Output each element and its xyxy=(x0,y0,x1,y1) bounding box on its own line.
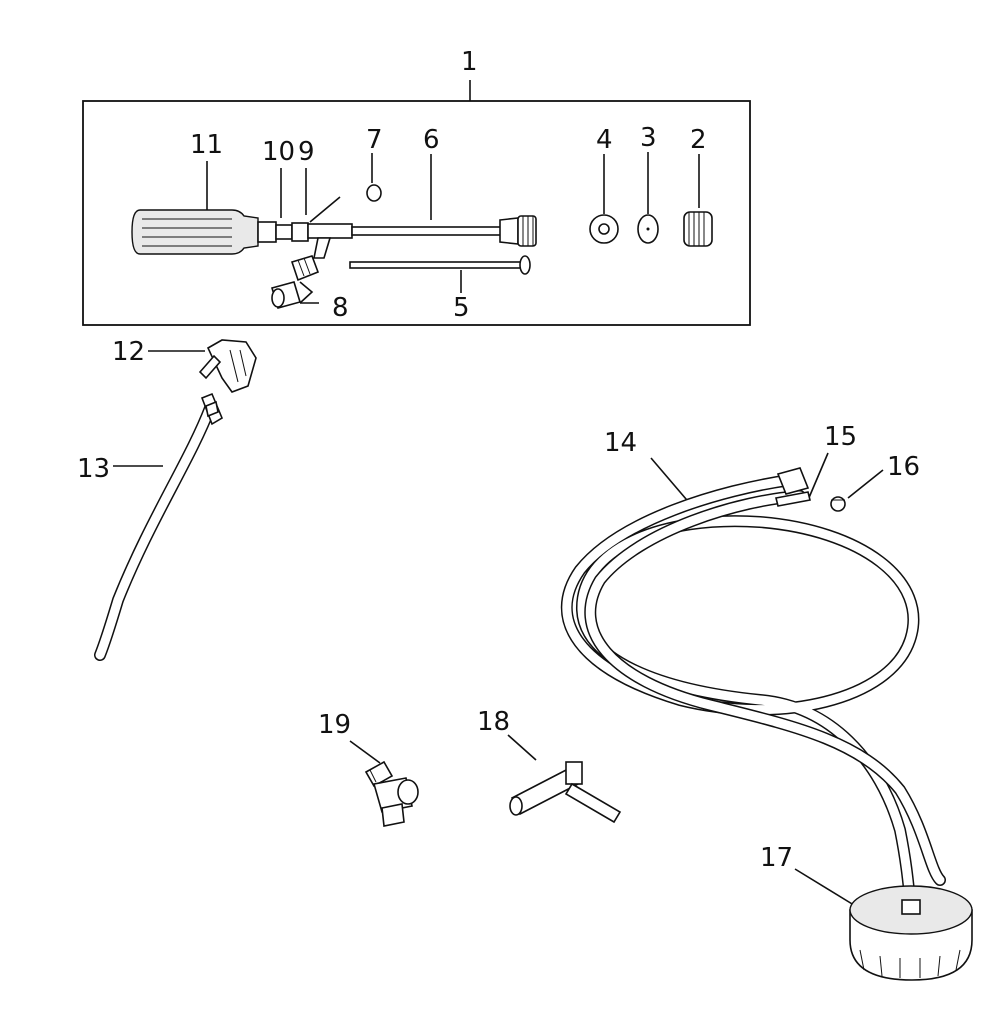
callout-18: 18 xyxy=(477,707,510,737)
part-2-nut xyxy=(683,211,713,247)
part-14-hose-coil xyxy=(560,467,946,906)
part-4-washer xyxy=(589,214,619,244)
callout-8: 8 xyxy=(332,293,349,323)
callout-12: 12 xyxy=(112,337,145,367)
leader-lines xyxy=(113,152,884,911)
part-12-coupler xyxy=(198,339,257,393)
part-16-clamp xyxy=(830,496,846,512)
callout-15: 15 xyxy=(824,422,857,452)
callout-14: 14 xyxy=(604,428,637,458)
callout-2: 2 xyxy=(690,125,707,155)
callout-5: 5 xyxy=(453,293,470,323)
part-18-t-wrench xyxy=(509,761,622,824)
part-6-lance xyxy=(307,215,537,259)
callout-11: 11 xyxy=(190,130,223,160)
part-5-rod xyxy=(349,255,531,275)
part-13-hose xyxy=(94,392,224,661)
callout-13: 13 xyxy=(77,454,110,484)
part-19-elbow xyxy=(364,760,419,827)
part-7-o-ring xyxy=(366,184,382,202)
part-17-filter xyxy=(849,885,973,981)
callout-3: 3 xyxy=(640,123,657,153)
callout-6: 6 xyxy=(423,125,440,155)
callout-16: 16 xyxy=(887,452,920,482)
callout-7: 7 xyxy=(366,125,383,155)
callout-10: 10 xyxy=(262,137,295,167)
callout-17: 17 xyxy=(760,843,793,873)
part-15-hose-end xyxy=(775,491,811,507)
callout-1: 1 xyxy=(461,47,478,77)
callout-19: 19 xyxy=(318,710,351,740)
callout-9: 9 xyxy=(298,137,315,167)
part-10-9-coupling xyxy=(275,222,309,242)
kit-box xyxy=(82,100,751,326)
part-3-disc xyxy=(637,214,659,244)
callout-4: 4 xyxy=(596,125,613,155)
part-8-fittings xyxy=(270,255,320,309)
part-11-handle xyxy=(131,209,277,255)
